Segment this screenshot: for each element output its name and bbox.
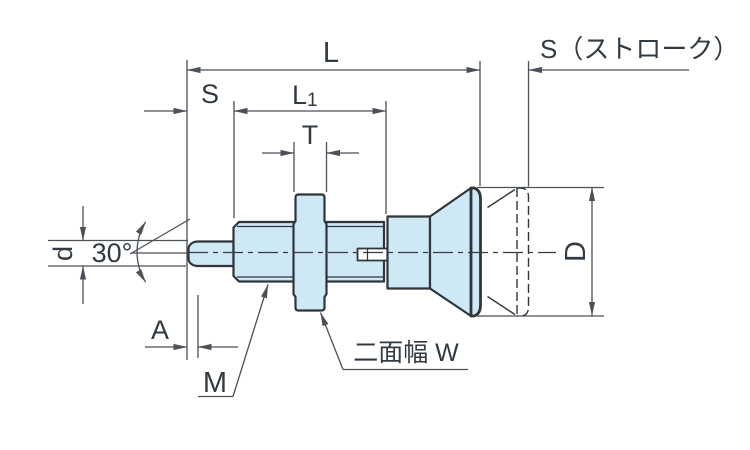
label-d: d — [48, 246, 78, 261]
label-width-across-flats-W: 二面幅 W — [353, 339, 459, 367]
label-T: T — [302, 120, 319, 150]
extension-lines — [48, 60, 604, 360]
label-S: S — [201, 79, 219, 109]
threaded-body-front — [232, 220, 297, 283]
dimension-lines — [79, 66, 689, 351]
phantom-cone-edge-bottom — [487, 295, 516, 316]
chamfer-angle-construction — [129, 218, 191, 283]
phantom-cone-edge-top — [487, 188, 516, 209]
label-L1: L1 — [292, 80, 318, 111]
label-L: L — [323, 37, 339, 69]
label-30deg: 30° — [92, 238, 133, 268]
label-A: A — [151, 315, 169, 345]
label-M: M — [203, 367, 227, 399]
angle-arc — [135, 221, 147, 283]
leader-line-W — [319, 312, 344, 370]
dimension-labels: L S（ストローク） S L1 T 30° d A M 二面幅 W D — [48, 34, 739, 399]
leader-lines — [198, 284, 468, 398]
phantom-knob — [487, 187, 530, 317]
label-D: D — [560, 241, 592, 262]
thread-lines — [237, 225, 383, 278]
plunger-pin — [187, 240, 235, 268]
label-S-stroke: S（ストローク） — [540, 34, 739, 64]
leader-line-M — [232, 284, 269, 397]
lock-slot — [356, 247, 389, 262]
